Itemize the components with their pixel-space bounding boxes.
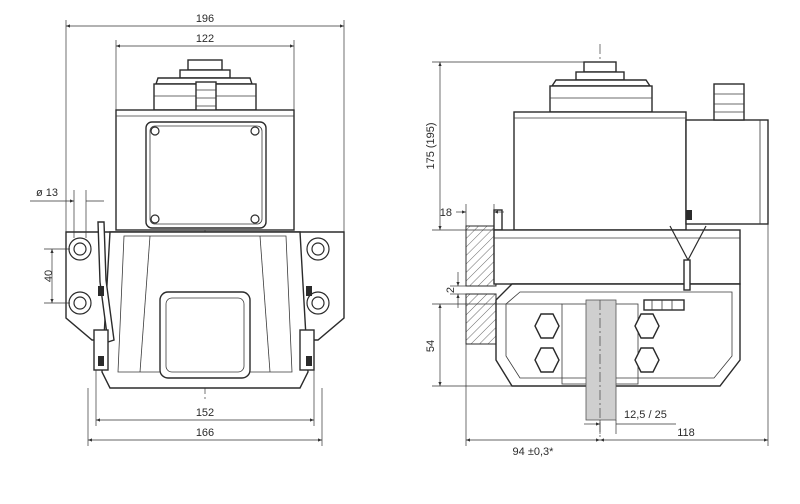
dim-40: 40 xyxy=(43,248,70,304)
front-cable-gland xyxy=(195,81,217,113)
dim-118-label: 118 xyxy=(677,427,695,439)
front-brake-housing xyxy=(101,231,309,389)
side-lever xyxy=(643,225,707,311)
side-top-cap xyxy=(549,61,653,113)
side-brake-housing xyxy=(495,283,741,387)
dim-2: 2 xyxy=(445,272,466,308)
dim-40-label: 40 xyxy=(43,270,55,282)
side-shaft xyxy=(585,299,617,421)
dim-196: 196 xyxy=(65,13,345,232)
dim-hole-diameter: ø 13 xyxy=(30,187,104,238)
dim-54: 54 xyxy=(425,303,562,387)
side-flange xyxy=(465,209,503,345)
dim-18-label: 18 xyxy=(440,207,452,219)
dim-94: 94 ±0,3* xyxy=(465,344,600,458)
dim-2-label: 2 xyxy=(445,287,457,293)
front-terminal-box xyxy=(145,121,267,229)
side-view: 175 (195) 18 2 54 xyxy=(425,44,769,458)
dim-122-label: 122 xyxy=(196,33,214,45)
dim-196-label: 196 xyxy=(196,13,214,25)
dim-175-label: 175 (195) xyxy=(425,122,437,169)
dim-166-label: 166 xyxy=(196,427,214,439)
dim-152-label: 152 xyxy=(196,407,214,419)
dim-166: 166 xyxy=(87,388,323,446)
dim-hole-diameter-label: ø 13 xyxy=(36,187,58,199)
dim-118: 118 xyxy=(600,224,769,446)
side-motor-housing xyxy=(513,111,687,231)
dim-shaft: 12,5 / 25 xyxy=(584,409,676,434)
dim-shaft-label: 12,5 / 25 xyxy=(624,409,667,421)
dim-122: 122 xyxy=(115,33,295,110)
front-view: 196 122 ø 13 40 152 xyxy=(30,13,345,446)
dim-94-label: 94 ±0,3* xyxy=(513,446,555,458)
dim-54-label: 54 xyxy=(425,340,437,352)
side-hex-nuts xyxy=(534,313,660,373)
side-terminal-box xyxy=(685,83,769,225)
dim-175: 175 (195) xyxy=(425,61,584,231)
dim-18: 18 xyxy=(440,204,504,226)
dim-152: 152 xyxy=(95,370,315,426)
